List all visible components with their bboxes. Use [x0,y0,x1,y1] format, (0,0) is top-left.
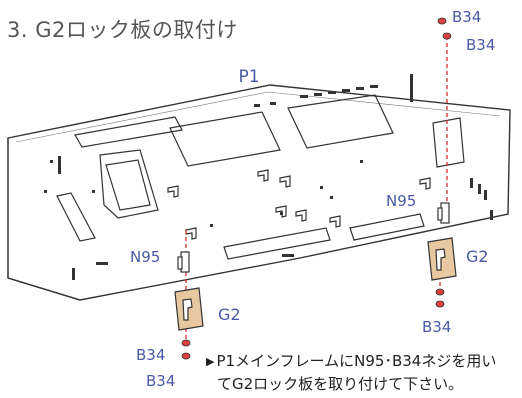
plate-slots [44,74,493,280]
label-b34-top-1: B34 [452,8,481,26]
screw-b34-top-1 [437,17,447,25]
label-b34-top-2: B34 [466,36,495,54]
label-p1: P1 [238,67,259,87]
nut-n95-right [437,202,450,224]
nut-n95-left [177,251,190,273]
instruction-line-1: ▶P1メインフレームにN95･B34ネジを用い [206,350,496,373]
lock-plate-g2-left [174,287,204,331]
plate-cutouts [56,94,465,260]
screw-b34-right [435,288,445,308]
label-n95-left: N95 [130,248,160,266]
arrow-marker-icon: ▶ [206,355,215,368]
instruction-text-2: てG2ロック板を取り付けて下さい。 [217,375,464,393]
instruction-text-1: P1メインフレームにN95･B34ネジを用い [216,352,497,370]
instruction-note: ▶P1メインフレームにN95･B34ネジを用い てG2ロック板を取り付けて下さい… [206,350,496,396]
screw-b34-left [181,339,191,360]
label-n95-right: N95 [386,192,416,210]
step-heading: 3. G2ロック板の取付け [7,18,238,42]
screw-b34-top-2 [442,32,452,40]
label-b34-left-1: B34 [136,346,165,364]
lock-plate-g2-right [427,237,457,281]
label-g2-right: G2 [466,247,489,266]
instruction-line-2: てG2ロック板を取り付けて下さい。 [206,373,496,396]
label-g2-left: G2 [218,305,241,324]
label-b34-right: B34 [422,318,451,336]
label-b34-left-2: B34 [146,372,175,390]
